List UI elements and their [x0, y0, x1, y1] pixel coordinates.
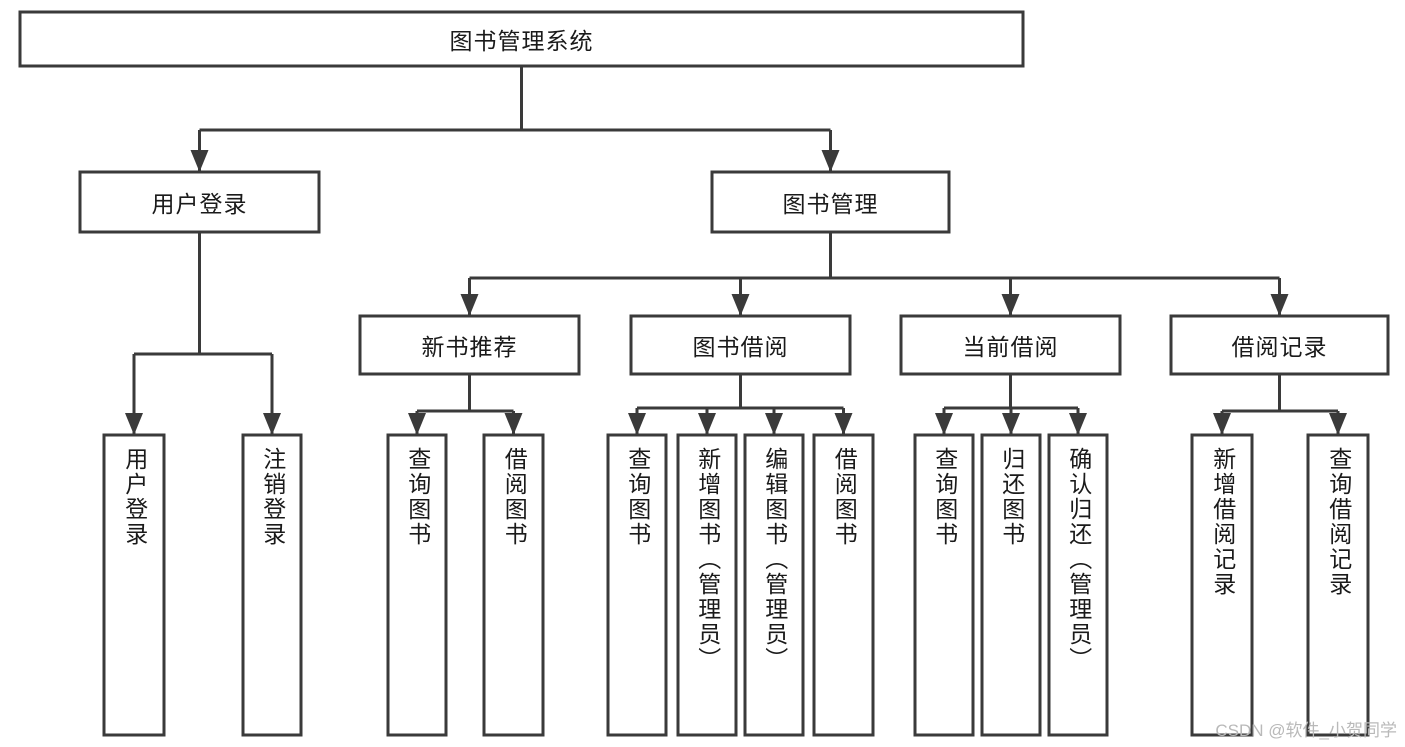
arrow-head-book-borrow-0	[628, 413, 646, 435]
arrow-head-book-manage-1	[731, 294, 750, 316]
arrow-head-book-manage-0	[460, 294, 479, 316]
arrow-head-book-borrow-2	[765, 413, 783, 435]
arrow-head-user-login-0	[125, 413, 143, 435]
node-root[interactable]	[18, 10, 1025, 68]
node-layer	[18, 10, 1390, 737]
arrow-head-book-manage-3	[1270, 294, 1289, 316]
node-leaf-confirm-return[interactable]	[1047, 433, 1109, 737]
arrow-head-current-borrow-2	[1069, 413, 1087, 435]
node-book-borrow[interactable]	[629, 314, 852, 376]
arrow-head-book-borrow-3	[834, 413, 853, 435]
arrow-head-book-borrow-1	[698, 413, 716, 435]
arrow-head-root-1	[821, 150, 840, 172]
node-leaf-user-login[interactable]	[102, 433, 166, 737]
arrow-head-book-manage-2	[1001, 294, 1020, 316]
arrow-head-user-login-1	[263, 413, 281, 435]
node-leaf-query-book-1[interactable]	[386, 433, 448, 737]
node-borrow-record[interactable]	[1169, 314, 1390, 376]
arrow-head-borrow-record-1	[1329, 413, 1347, 435]
node-leaf-borrow-book-2[interactable]	[812, 433, 875, 737]
arrow-head-current-borrow-1	[1002, 413, 1020, 435]
arrow-head-new-book-rec-1	[504, 413, 523, 435]
arrow-head-root-0	[190, 150, 209, 172]
node-leaf-logout[interactable]	[241, 433, 303, 737]
arrow-head-borrow-record-0	[1213, 413, 1231, 435]
node-leaf-return-book[interactable]	[980, 433, 1042, 737]
node-leaf-query-book-2[interactable]	[606, 433, 668, 737]
arrow-head-new-book-rec-0	[408, 413, 426, 435]
node-current-borrow[interactable]	[899, 314, 1122, 376]
node-user-login[interactable]	[78, 170, 321, 234]
node-leaf-query-book-3[interactable]	[913, 433, 975, 737]
arrow-head-current-borrow-0	[935, 413, 953, 435]
node-leaf-edit-book[interactable]	[743, 433, 805, 737]
node-leaf-query-record[interactable]	[1306, 433, 1370, 737]
node-new-book-rec[interactable]	[358, 314, 581, 376]
node-leaf-add-book[interactable]	[676, 433, 738, 737]
connector-layer	[125, 66, 1347, 435]
node-leaf-borrow-book-1[interactable]	[482, 433, 545, 737]
node-leaf-add-record[interactable]	[1190, 433, 1254, 737]
node-book-manage[interactable]	[710, 170, 951, 234]
